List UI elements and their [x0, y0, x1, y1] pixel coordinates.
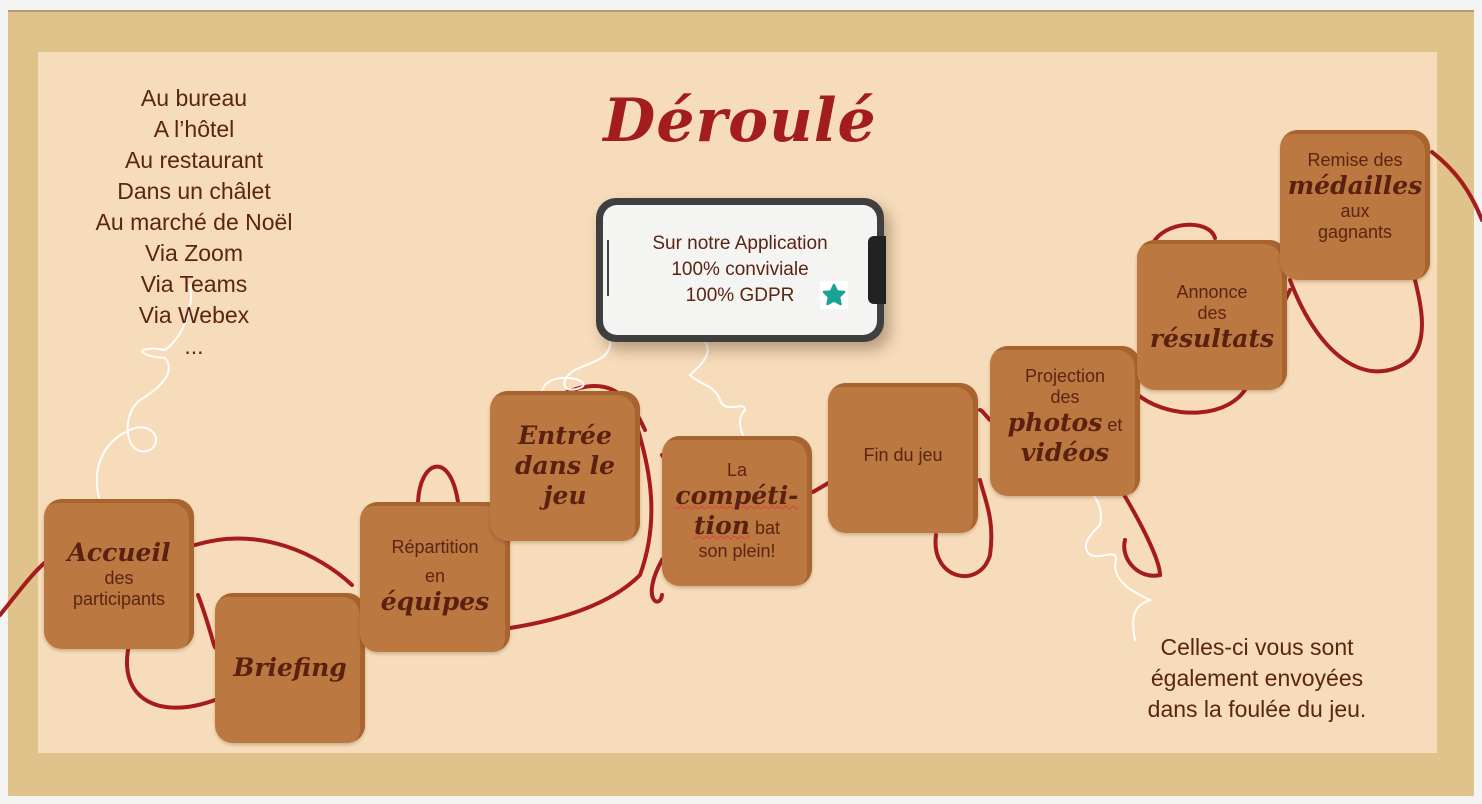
step-text: aux — [1340, 201, 1370, 221]
step-fin: Fin du jeu — [828, 383, 978, 533]
step-text: et — [1102, 415, 1123, 435]
page-title: Déroulé — [603, 86, 877, 156]
teal-star-icon — [820, 281, 848, 309]
venue-item: Dans un châlet — [117, 178, 271, 204]
step-text: gagnants — [1317, 222, 1393, 242]
step-text: Projection — [1024, 366, 1106, 386]
phone-line: 100% conviviale — [671, 259, 809, 280]
note-line: dans la foulée du jeu. — [1147, 696, 1367, 722]
step-title: tion — [694, 511, 750, 540]
note-line: Celles-ci vous sont — [1160, 634, 1354, 660]
phone-side-bar — [607, 240, 609, 296]
step-text: Annonce — [1176, 282, 1248, 302]
venue-item: Via Zoom — [144, 240, 243, 266]
venue-item: ... — [184, 333, 204, 359]
venue-item: A l’hôtel — [153, 116, 235, 142]
step-repartition: Répartition en équipes — [360, 502, 510, 652]
step-text: des — [104, 568, 134, 588]
step-title: vidéos — [1020, 438, 1110, 467]
phone-screen: Sur notre Application 100% conviviale 10… — [603, 205, 877, 335]
step-title: Accueil — [67, 538, 171, 567]
step-title: compéti- — [675, 481, 799, 510]
step-title: équipes — [380, 587, 490, 616]
step-text: Remise des — [1307, 150, 1403, 170]
step-title: résultats — [1149, 324, 1275, 353]
step-title: photos — [1007, 408, 1103, 437]
step-text: des — [1050, 387, 1080, 407]
venue-item: Via Teams — [140, 271, 248, 297]
step-text: des — [1197, 303, 1227, 323]
step-briefing: Briefing — [215, 593, 365, 743]
phone-line: 100% GDPR — [685, 285, 795, 306]
step-text: son plein! — [698, 541, 776, 561]
step-text: participants — [72, 589, 166, 609]
step-title: Briefing — [233, 653, 347, 682]
phone-line: Sur notre Application — [652, 233, 828, 254]
venue-item: Au bureau — [140, 85, 248, 111]
step-text: Fin du jeu — [863, 445, 943, 465]
step-text: Répartition — [391, 537, 479, 557]
phone-mockup: Sur notre Application 100% conviviale 10… — [596, 198, 886, 342]
step-competition: La compéti- tion bat son plein! — [662, 436, 812, 586]
step-entree: Entrée dans le jeu — [490, 391, 640, 541]
venue-item: Au restaurant — [124, 147, 264, 173]
step-text: en — [424, 566, 446, 586]
step-title: jeu — [543, 481, 587, 510]
step-text: bat — [749, 518, 780, 538]
step-title: Entrée — [518, 421, 612, 450]
step-projection: Projection des photos et vidéos — [990, 346, 1140, 496]
note-line: également envoyées — [1150, 665, 1364, 691]
venue-list: Au bureau A l’hôtel Au restaurant Dans u… — [70, 83, 318, 362]
phone-notch — [868, 236, 886, 304]
venue-item: Au marché de Noël — [95, 209, 293, 235]
step-annonce: Annonce des résultats — [1137, 240, 1287, 390]
photos-note: Celles-ci vous sont également envoyées d… — [1112, 632, 1402, 725]
venue-item: Via Webex — [138, 302, 250, 328]
step-text: La — [726, 460, 748, 480]
step-title: médailles — [1287, 171, 1423, 200]
step-accueil: Accueil des participants — [44, 499, 194, 649]
step-remise: Remise des médailles aux gagnants — [1280, 130, 1430, 280]
step-title: dans le — [514, 451, 616, 480]
